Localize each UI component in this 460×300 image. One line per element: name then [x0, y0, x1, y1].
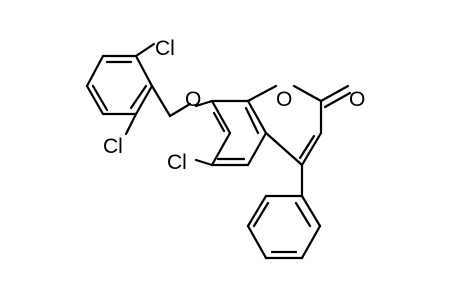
bond [300, 224, 322, 260]
bond [134, 84, 154, 116]
bond [252, 201, 270, 228]
bond [210, 131, 232, 167]
bond [292, 84, 323, 103]
bond-ch2-to-o [168, 102, 192, 118]
bond [134, 54, 154, 88]
oxygen-ring-label: O [276, 88, 292, 111]
bond-ring-to-ch2 [150, 84, 172, 118]
cl-bottom-label: Cl [103, 135, 123, 158]
bond [212, 111, 226, 133]
bond-to-cl-ring [194, 158, 214, 167]
coumarin-core [210, 84, 352, 167]
bond [300, 194, 322, 228]
oxygen-carbonyl-label: O [349, 88, 365, 111]
bond [91, 84, 109, 112]
bond [246, 131, 268, 167]
bond [246, 99, 268, 135]
bond [210, 99, 232, 135]
bond-to-cl-bottom [124, 112, 138, 136]
bond [246, 224, 268, 260]
cl-top-label: Cl [155, 37, 175, 60]
phenyl-ring [246, 194, 322, 260]
bond-o-to-coumarin [194, 99, 214, 108]
bond [85, 84, 105, 116]
bond [264, 131, 304, 167]
bond [246, 84, 278, 103]
oxygen-ether-label: O [185, 88, 201, 111]
bond [129, 84, 148, 110]
bond [246, 194, 268, 228]
bond-to-cl-top [134, 42, 156, 58]
bond [319, 84, 350, 103]
bond [85, 54, 105, 88]
bond [244, 106, 260, 135]
bond [323, 91, 352, 109]
bond [300, 131, 323, 167]
dichlorophenyl-ring [85, 54, 154, 116]
bond [294, 201, 312, 228]
cl-ring-label: Cl [167, 151, 187, 174]
bond [298, 134, 316, 160]
